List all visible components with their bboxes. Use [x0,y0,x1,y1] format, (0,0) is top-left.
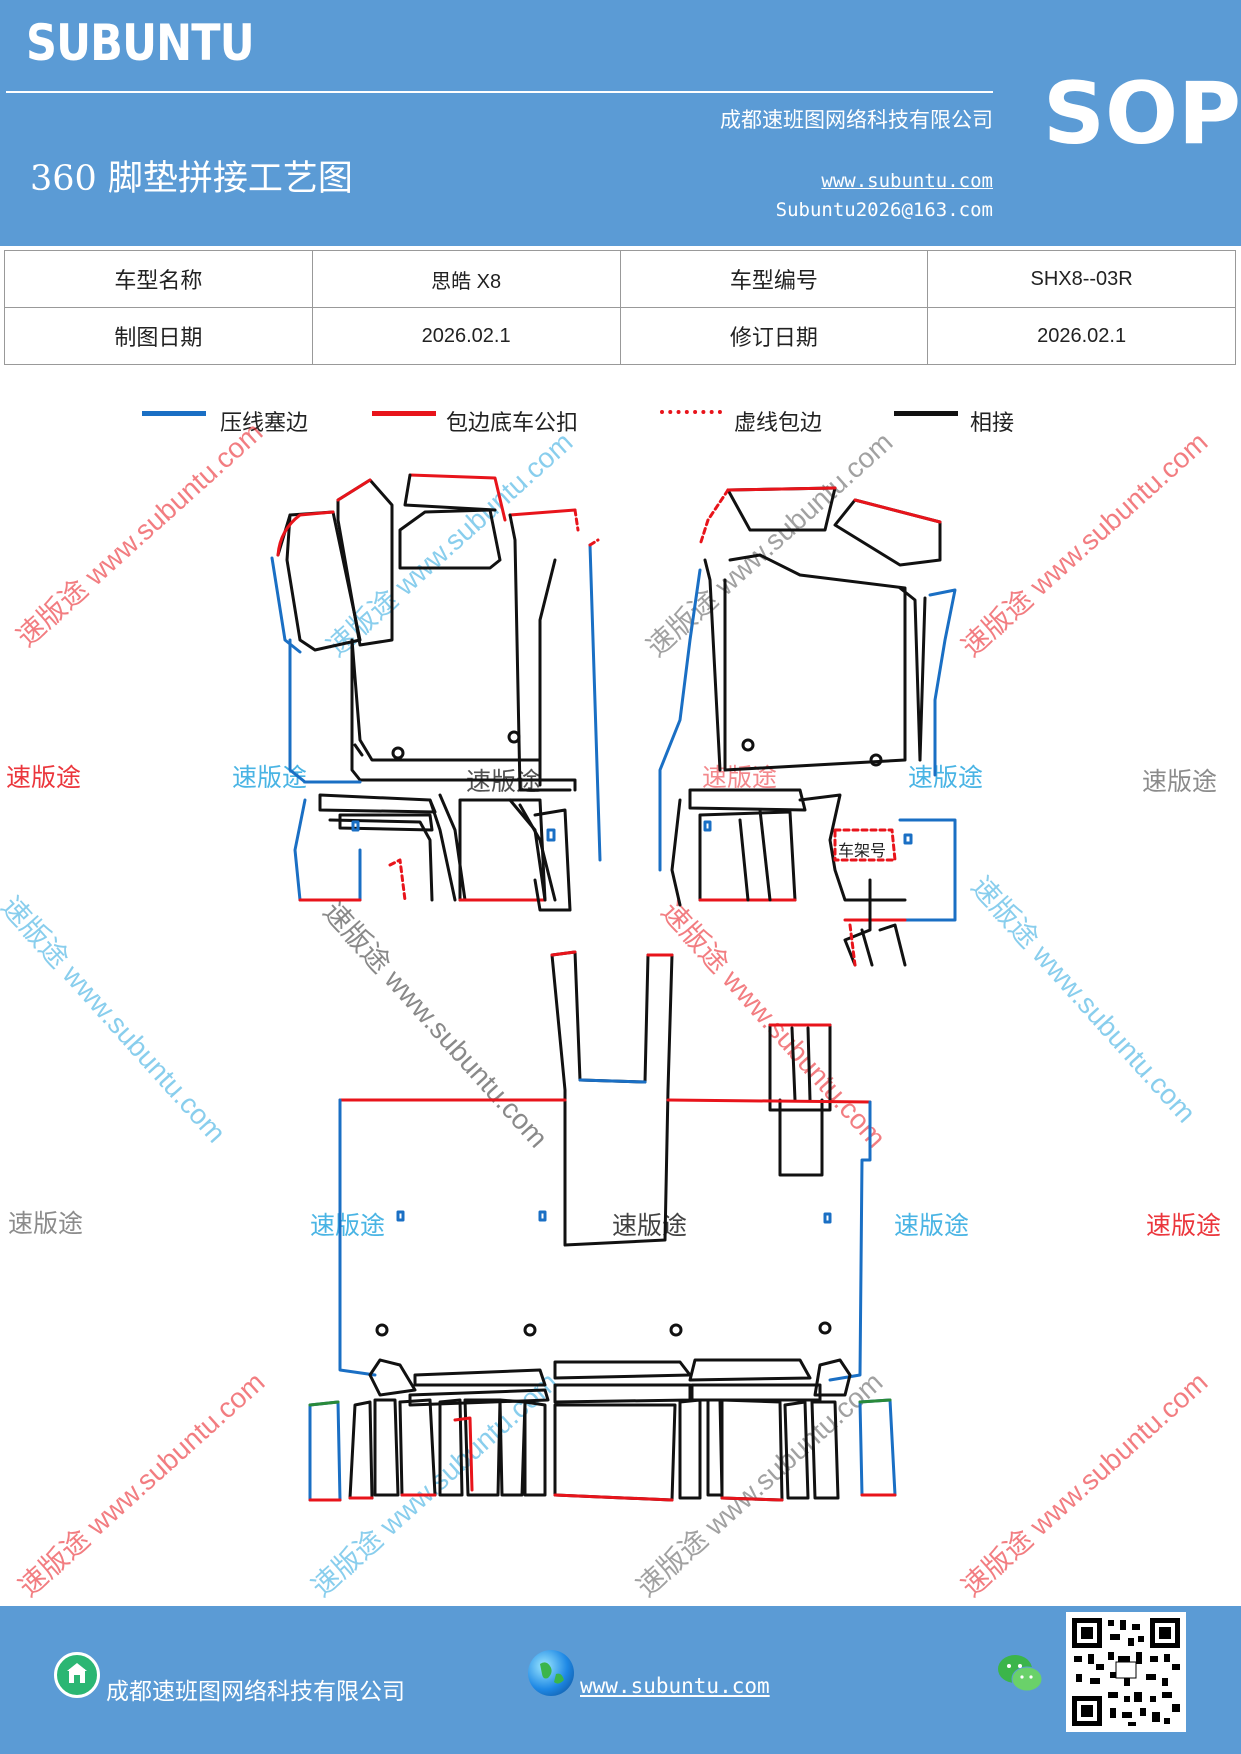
wechat-icon [996,1652,1044,1696]
legend-label: 包边底车公扣 [446,411,579,436]
legend-label: 虚线包边 [734,411,823,436]
table-row: 制图日期 2026.02.1 修订日期 2026.02.1 [4,307,1236,365]
watermark-text: 速版途 [1142,767,1218,796]
email-address: Subuntu2026@163.com [775,199,993,221]
front-left-lower-pieces [293,778,577,912]
vin-label: 车架号 [838,842,886,860]
legend-label: 压线塞边 [220,411,309,436]
header-divider [6,91,993,93]
footer-company: 成都速班图网络科技有限公司 [106,1679,405,1705]
center-tunnel-mat [550,950,832,1247]
revise-date-label: 修订日期 [619,307,929,365]
legend-swatch-red-dotted [660,410,722,414]
info-table: 车型名称 思皓 X8 车型编号 SHX8--03R 制图日期 2026.02.1… [4,250,1236,365]
brand-logo: SUBUNTU [26,14,255,72]
watermark-text: 速版途 [310,1211,386,1240]
header-banner [0,0,1241,246]
website-link[interactable]: www.subuntu.com [821,170,993,192]
globe-icon [528,1650,574,1696]
sop-badge: SOP [1043,64,1241,164]
legend-label: 相接 [970,411,1015,436]
rear-mat [338,1098,872,1407]
watermark-text: 速版途 [894,1211,970,1240]
revise-date-value: 2026.02.1 [927,307,1236,365]
front-right-mat [658,486,957,872]
model-code-label: 车型编号 [619,250,929,308]
watermark-text: 速版途 [908,763,984,792]
qr-code-icon [1066,1612,1186,1732]
company-name: 成都速班图网络科技有限公司 [720,108,993,132]
draw-date-value: 2026.02.1 [311,307,621,365]
rear-lower-pieces [308,1398,897,1502]
watermark-text: 速版途 [6,763,82,792]
watermark-text: 速版途 [8,1209,84,1238]
footer-website-link[interactable]: www.subuntu.com [580,1674,770,1698]
front-left-mat [270,473,602,862]
model-name-label: 车型名称 [4,250,313,308]
watermark-text: 速版途 [612,1211,688,1240]
legend-swatch-black [894,411,958,416]
model-name-value: 思皓 X8 [311,250,621,308]
legend-swatch-blue [142,411,206,416]
front-right-lower-pieces [670,788,957,967]
watermark-text: 速版途 [1146,1211,1222,1240]
building-icon [54,1652,100,1698]
draw-date-label: 制图日期 [4,307,313,365]
table-row: 车型名称 思皓 X8 车型编号 SHX8--03R [4,250,1236,308]
watermark-text: 速版途 [232,763,308,792]
page-title: 360 脚垫拼接工艺图 [30,159,353,199]
model-code-value: SHX8--03R [927,250,1236,308]
legend-swatch-red [372,411,436,416]
